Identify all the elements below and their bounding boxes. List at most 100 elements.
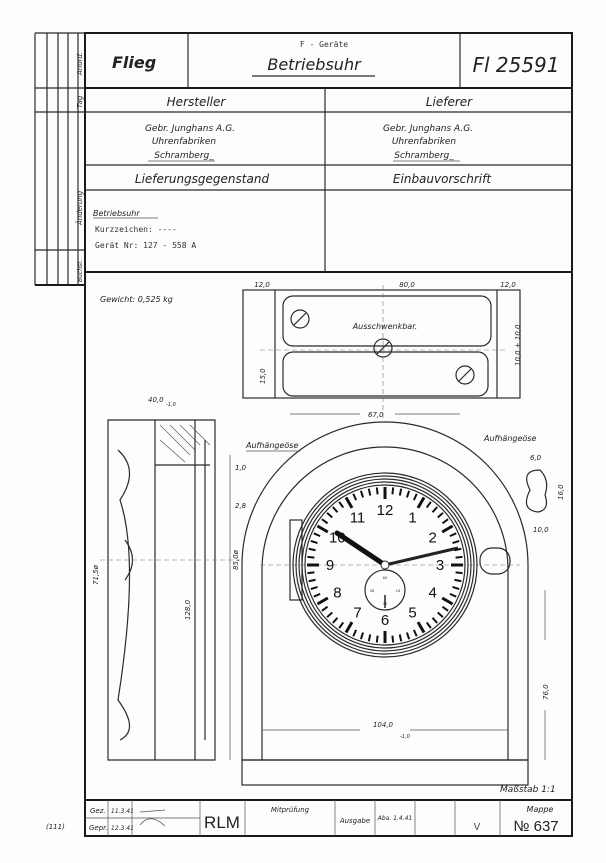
manufacturer-line: Uhrenfabriken: [152, 137, 217, 147]
dial-tick: [441, 605, 449, 612]
header-title: Betriebsuhr: [267, 55, 362, 74]
dial-numeral: 10: [329, 530, 346, 547]
dial-tick: [359, 632, 365, 640]
dial-tick: [313, 532, 321, 538]
dial-numeral: 1: [408, 509, 416, 526]
dim-top-right: 12,0: [500, 281, 516, 289]
drawing-number: Fl 25591: [472, 53, 559, 77]
minute-hand: [384, 546, 459, 567]
dial-tick: [359, 490, 365, 498]
mark-v: V: [474, 822, 481, 833]
dial-numeral: 9: [326, 557, 334, 574]
dial-tick: [398, 488, 403, 496]
header-flieg: Flieg: [112, 53, 156, 72]
dim-base-tol: -1,0: [400, 734, 410, 740]
folder-label: Mappe: [527, 805, 554, 814]
dial-tick: [452, 539, 460, 545]
device-number: Gerät Nr: 127 - 558 A: [95, 241, 196, 250]
dial-tick: [321, 518, 329, 525]
dial-tick: [405, 632, 411, 640]
dim-85: 85,0ø: [232, 549, 240, 570]
dial-tick: [321, 605, 329, 612]
supplier-line: Gebr. Junghans A.G.: [383, 124, 473, 134]
dim-128: 128,0: [184, 599, 192, 620]
hanging-eye-label-right: Aufhängeöse: [483, 434, 536, 443]
dial-tick: [344, 621, 354, 634]
subdial-numeral: 30: [383, 601, 388, 606]
subdial-numeral: 45: [370, 588, 375, 593]
manufacturer-line: Schramberg_: [154, 151, 214, 161]
dim-71-5: 71,5ø: [92, 564, 100, 585]
dial-tick: [313, 592, 321, 598]
dial-tick: [452, 585, 460, 591]
authority-rlm: RLM: [204, 813, 240, 832]
dial-tick: [352, 493, 358, 501]
dim-side-tol: -1,0: [166, 402, 176, 408]
swivel-note: Ausschwenkbar.: [352, 322, 418, 331]
manufacturer-label: Hersteller: [167, 95, 227, 109]
dial-tick: [332, 506, 339, 513]
dim-67: 67,0: [368, 411, 384, 419]
dial-tick: [367, 634, 372, 642]
clock-housing: [241, 421, 529, 786]
hour-hand: [334, 530, 388, 568]
dial-tick: [425, 621, 432, 629]
installation-label: Einbauvorschrift: [393, 172, 492, 186]
dial-tick: [416, 621, 426, 634]
short-sign: Kurzzeichen: ----: [95, 225, 177, 234]
subdial-numeral: 60: [383, 575, 388, 580]
dial-tick: [338, 621, 345, 629]
supplier-line: Schramberg_: [394, 151, 454, 161]
side-label-buchst: Buchst.: [77, 260, 84, 282]
dial-numeral: 7: [353, 605, 361, 622]
dial-numeral: 6: [381, 612, 389, 629]
delivery-item-name: Betriebsuhr: [93, 209, 140, 218]
dial-tick: [375, 487, 379, 495]
edition-value: Aba. 1.4.41: [377, 815, 413, 822]
scale-note: Maßstab 1:1: [500, 785, 556, 795]
dial-tick: [437, 611, 444, 618]
dial-tick: [441, 596, 454, 606]
dim-eye-h: 16,0: [557, 484, 565, 500]
checked-date: 12.3.41: [111, 825, 134, 832]
dial-tick: [316, 524, 329, 534]
drawn-date: 11.3.41: [111, 808, 134, 815]
dial-tick: [405, 490, 411, 498]
checked-label: Gepr.: [89, 824, 108, 832]
frame: [34, 32, 573, 837]
dial-tick: [391, 635, 395, 643]
dial-tick: [454, 578, 462, 583]
dial-tick: [338, 501, 345, 509]
dial-numeral: 4: [428, 585, 436, 602]
dial-tick: [375, 635, 379, 643]
dim-2-8: 2,8: [235, 502, 247, 510]
drawn-label: Gez.: [90, 807, 106, 815]
dial-tick: [391, 487, 395, 495]
margin-note: (111): [46, 823, 65, 831]
side-label-aenderung: Änderung: [75, 190, 84, 226]
dial-numeral: 8: [333, 585, 341, 602]
dial-tick: [310, 585, 318, 591]
side-label-anord: Anord.: [76, 52, 84, 76]
dial-tick: [412, 493, 418, 501]
dial-tick: [332, 617, 339, 624]
dial-tick: [326, 512, 333, 519]
weight-note: Gewicht: 0,525 kg: [100, 295, 173, 304]
dial-numeral: 2: [428, 530, 436, 547]
dial-tick: [425, 501, 432, 509]
manufacturer-line: Gebr. Junghans A.G.: [145, 124, 235, 134]
dial-numeral: 5: [408, 605, 416, 622]
dial-tick: [437, 512, 444, 519]
co-check-label: Mitprüfung: [271, 806, 310, 814]
dial-tick: [449, 592, 457, 598]
side-label-tag: Tag: [76, 95, 84, 108]
hanging-eye-detail: [525, 469, 548, 513]
dial-tick: [316, 596, 329, 606]
subdial-numeral: 15: [396, 588, 401, 593]
dim-height-76: 76,0: [542, 684, 550, 700]
dial-tick: [398, 634, 403, 642]
dial-tick: [431, 506, 438, 513]
dial-tick: [344, 496, 354, 509]
